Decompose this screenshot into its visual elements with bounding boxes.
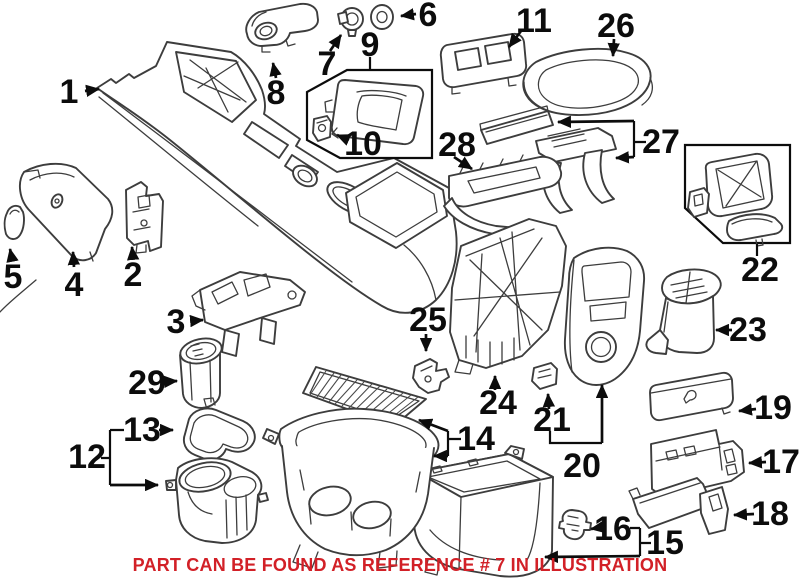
part-label-7: 7 <box>318 45 337 83</box>
part-label-18: 18 <box>751 495 789 533</box>
part-console-body <box>0 41 458 314</box>
arrow-27b <box>614 151 635 164</box>
part-label-1: 1 <box>60 73 79 111</box>
part-label-14: 14 <box>457 420 495 458</box>
arrow-14a <box>417 418 449 433</box>
arrow-1 <box>84 84 101 97</box>
part-label-9: 9 <box>361 26 380 64</box>
arrow-18 <box>732 508 755 521</box>
part-label-25: 25 <box>409 301 447 339</box>
part-cap-5 <box>3 204 25 240</box>
part-label-23: 23 <box>729 311 767 349</box>
part-label-5: 5 <box>4 258 23 296</box>
part-label-24: 24 <box>479 384 517 422</box>
arrow-15 <box>543 550 641 564</box>
part-label-12: 12 <box>68 438 106 476</box>
part-cupholder-insert <box>165 457 269 544</box>
part-label-22: 22 <box>741 251 779 289</box>
arrow-27a <box>556 115 635 129</box>
arrow-29 <box>161 375 179 389</box>
part-rear-side-panel <box>563 246 645 386</box>
bracket-27 <box>632 121 646 157</box>
arrow-28 <box>453 155 473 171</box>
bracket-20 <box>548 431 602 445</box>
part-storage-box <box>413 445 554 578</box>
part-label-29: 29 <box>128 364 166 402</box>
arrow-17 <box>747 456 767 469</box>
bracket-14 <box>446 431 461 456</box>
part-label-3: 3 <box>167 303 186 341</box>
part-knob-cap <box>337 7 364 37</box>
part-label-15: 15 <box>646 524 684 562</box>
part-tray-17 <box>650 429 745 498</box>
part-front-trim <box>245 2 319 53</box>
part-slide-lid <box>479 105 554 145</box>
part-lower-bracket <box>191 271 306 357</box>
part-cupholder-carrier <box>262 407 440 569</box>
reference-note: PART CAN BE FOUND AS REFERENCE # 7 IN IL… <box>132 555 668 575</box>
part-side-bracket-2 <box>125 181 164 254</box>
part-armrest-lid <box>522 48 653 116</box>
part-bracket-clip-21 <box>531 362 558 390</box>
part-shifter-clip <box>312 115 332 142</box>
part-number-labels: 1 2 3 4 5 6 7 8 9 10 11 12 13 14 15 16 1… <box>4 0 800 562</box>
part-rear-trim-frame <box>687 152 784 247</box>
part-label-16: 16 <box>594 510 632 548</box>
callout-arrows <box>6 8 767 564</box>
part-label-11: 11 <box>516 2 552 40</box>
arrow-26 <box>607 38 620 58</box>
part-bracket-clip-25 <box>412 358 450 394</box>
arrow-3 <box>189 314 205 328</box>
part-label-13: 13 <box>123 411 161 449</box>
part-label-27: 27 <box>642 123 680 161</box>
arrow-10 <box>336 133 352 146</box>
arrow-8 <box>269 61 282 79</box>
arrow-2 <box>126 245 140 261</box>
part-side-panel-4 <box>18 162 114 262</box>
part-shifter-trim-plate <box>324 79 425 146</box>
arrow-5 <box>6 247 19 263</box>
part-label-2: 2 <box>124 256 143 294</box>
part-ashtray-cup <box>179 337 223 409</box>
arrow-16 <box>589 520 605 533</box>
part-label-6: 6 <box>419 0 438 34</box>
part-rear-carrier-frame <box>449 218 567 375</box>
bracket-15 <box>630 526 651 556</box>
part-label-20: 20 <box>563 447 601 485</box>
part-label-21: 21 <box>533 401 571 439</box>
arrow-7 <box>328 34 343 52</box>
part-rear-vent <box>645 268 722 355</box>
mat-hatch-lines <box>309 370 419 423</box>
arrow-21 <box>542 392 556 410</box>
part-push-clip-16 <box>558 509 592 541</box>
part-lid-plate-19 <box>649 371 734 422</box>
part-label-19: 19 <box>754 389 792 427</box>
callout-box-9 <box>305 68 434 160</box>
part-label-17: 17 <box>762 443 800 481</box>
part-storage-tray <box>439 32 528 95</box>
part-label-28: 28 <box>438 126 476 164</box>
part-label-8: 8 <box>267 74 286 112</box>
part-grommet <box>370 4 394 30</box>
bracket-12 <box>101 428 124 485</box>
part-label-10: 10 <box>344 125 382 163</box>
part-label-26: 26 <box>597 7 635 45</box>
arrow-4 <box>67 250 81 268</box>
part-label-4: 4 <box>65 266 84 304</box>
part-seal-ring <box>182 397 256 461</box>
arrow-11 <box>507 30 523 48</box>
arrow-6 <box>399 8 417 21</box>
part-trim-strip-18 <box>628 477 729 535</box>
arrow-19 <box>737 403 757 416</box>
